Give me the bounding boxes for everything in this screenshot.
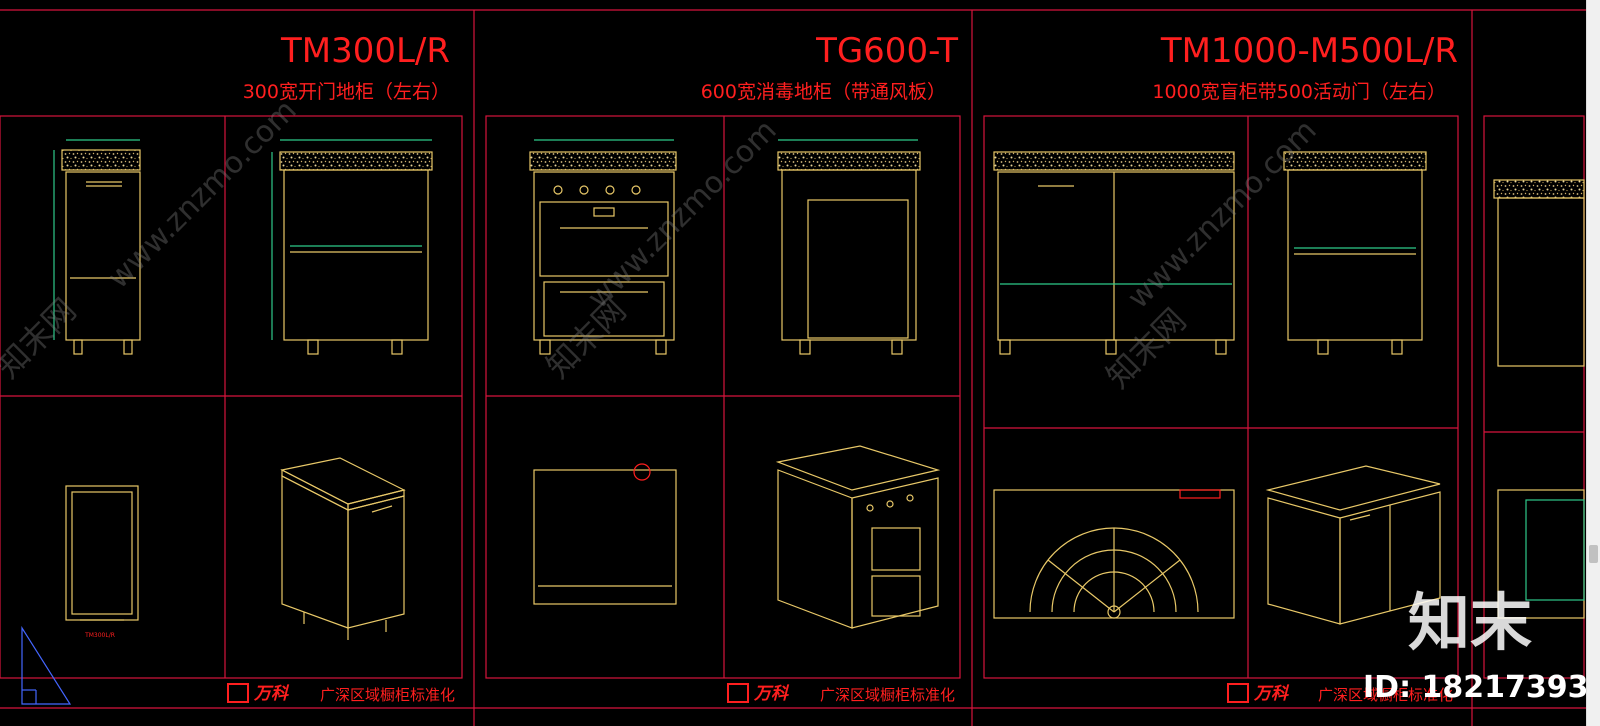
scrollbar-thumb[interactable] [1589, 545, 1598, 563]
svg-text:www.znzmo.com: www.znzmo.com [101, 93, 304, 296]
sheet-tm300: TM300L/R 300宽开门地柜（左右） [0, 31, 463, 704]
plan-view: TM300L/R [65, 485, 139, 639]
svg-text:TM300L/R: TM300L/R [84, 632, 115, 639]
sheet-subtitle: 1000宽盲柜带500活动门（左右） [1152, 81, 1446, 103]
sheet-title: TM1000-M500L/R [1160, 31, 1458, 71]
company-name: 万科 [253, 684, 290, 704]
company-name: 万科 [1253, 684, 1290, 704]
sheet-footer: 广深区域橱柜标准化 [1318, 686, 1453, 704]
sheet-tg600: TG600-T 600宽消毒地柜（带通风板） [485, 31, 961, 704]
iso-view [1265, 465, 1441, 625]
ucs-triangle-icon [21, 625, 72, 705]
sheet-frames [0, 9, 1600, 726]
iso-view [280, 457, 406, 640]
vertical-scrollbar[interactable] [1586, 0, 1600, 726]
front-elevation [1283, 151, 1427, 355]
svg-text:www.znzmo.com: www.znzmo.com [581, 113, 784, 316]
sheet-subtitle: 600宽消毒地柜（带通风板） [701, 81, 946, 103]
iso-view [775, 445, 941, 629]
company-logo-icon [1227, 683, 1249, 703]
side-elevation [993, 151, 1235, 355]
sheet-title: TM300L/R [280, 31, 450, 71]
svg-text:知末网: 知末网 [0, 291, 84, 386]
plan-view [993, 489, 1235, 619]
sheet-footer: 广深区域橱柜标准化 [320, 686, 455, 704]
watermark-brand: 知末网 知末网 知末网 [0, 291, 1194, 396]
watermark-id: ID: 182173935 [1363, 670, 1600, 705]
sheet-footer: 广深区域橱柜标准化 [820, 686, 955, 704]
sheet-partial [1483, 115, 1585, 679]
sheet-subtitle: 300宽开门地柜（左右） [243, 81, 450, 103]
sheet-title: TG600-T [815, 31, 958, 71]
plan-view [533, 463, 677, 605]
svg-text:www.znzmo.com: www.znzmo.com [1121, 113, 1324, 316]
company-name: 万科 [753, 684, 790, 704]
side-elevation [53, 139, 141, 355]
watermark-logo: 知末 [1408, 586, 1532, 659]
side-elevation [529, 139, 677, 355]
sheet-tm1000: TM1000-M500L/R 1000宽盲柜带500活动门（左右） [983, 31, 1459, 704]
front-elevation [777, 139, 921, 355]
svg-text:知末网: 知末网 [539, 291, 634, 386]
company-logo-icon [227, 683, 249, 703]
company-logo-icon [727, 683, 749, 703]
front-elevation [271, 139, 433, 355]
